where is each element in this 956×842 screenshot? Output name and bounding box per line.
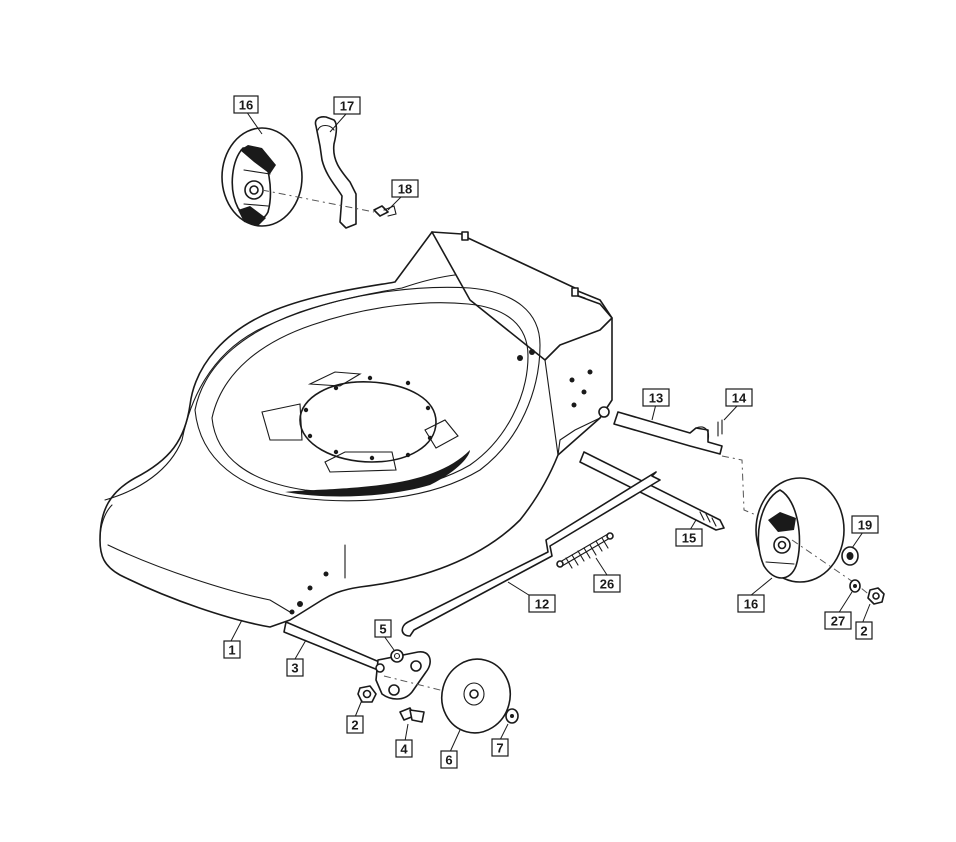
svg-text:1: 1 [228, 643, 235, 658]
svg-text:26: 26 [600, 577, 614, 592]
svg-text:15: 15 [682, 531, 696, 546]
callout-18: 18 [391, 179, 419, 198]
callout-14: 14 [725, 388, 753, 407]
svg-text:4: 4 [400, 742, 408, 757]
callout-13: 13 [642, 388, 670, 407]
svg-text:16: 16 [744, 597, 758, 612]
rear-wheel-top-left [221, 127, 303, 227]
nut-2-left [357, 685, 377, 703]
svg-text:27: 27 [831, 614, 845, 629]
nut-5 [390, 649, 404, 663]
pin-14 [717, 419, 723, 437]
callout-26: 26 [593, 574, 621, 593]
rear-axle-13 [613, 411, 723, 455]
callout-19: 19 [851, 515, 879, 534]
bearing-19 [841, 546, 859, 566]
svg-text:7: 7 [496, 741, 503, 756]
callout-5: 5 [374, 619, 392, 638]
callout-2-right: 2 [855, 621, 873, 640]
rear-rod-15 [579, 451, 725, 531]
washer-7 [505, 708, 519, 724]
mower-deck [99, 231, 613, 628]
height-adjust-lever [314, 116, 357, 229]
callout-17: 17 [333, 96, 361, 115]
svg-text:2: 2 [351, 718, 358, 733]
washer-27 [849, 579, 861, 593]
linkage-rod-12 [401, 471, 661, 637]
front-wheel-6 [440, 658, 512, 734]
nut-2-right [867, 587, 885, 605]
front-wheel-bracket [375, 651, 431, 700]
svg-text:14: 14 [732, 391, 747, 406]
svg-text:17: 17 [340, 99, 354, 114]
rear-wheel-right [755, 477, 877, 601]
callout-4: 4 [395, 739, 413, 758]
svg-text:3: 3 [291, 661, 298, 676]
svg-text:18: 18 [398, 182, 412, 197]
svg-text:16: 16 [239, 98, 253, 113]
callout-15: 15 [675, 528, 703, 547]
svg-text:12: 12 [535, 597, 549, 612]
svg-text:6: 6 [445, 753, 452, 768]
spring-26 [556, 532, 614, 569]
svg-text:13: 13 [649, 391, 663, 406]
callout-2-left: 2 [346, 715, 364, 734]
callout-6: 6 [440, 750, 458, 769]
callout-27: 27 [824, 611, 852, 630]
screw-18 [373, 205, 397, 217]
bolt-4 [399, 707, 425, 723]
callout-1: 1 [223, 640, 241, 659]
svg-text:19: 19 [858, 518, 872, 533]
callout-12: 12 [528, 594, 556, 613]
callout-7: 7 [491, 738, 509, 757]
callout-3: 3 [286, 658, 304, 677]
callout-16-right: 16 [737, 594, 765, 613]
svg-text:5: 5 [379, 622, 386, 637]
callout-16-top: 16 [233, 95, 259, 114]
svg-text:2: 2 [860, 624, 867, 639]
